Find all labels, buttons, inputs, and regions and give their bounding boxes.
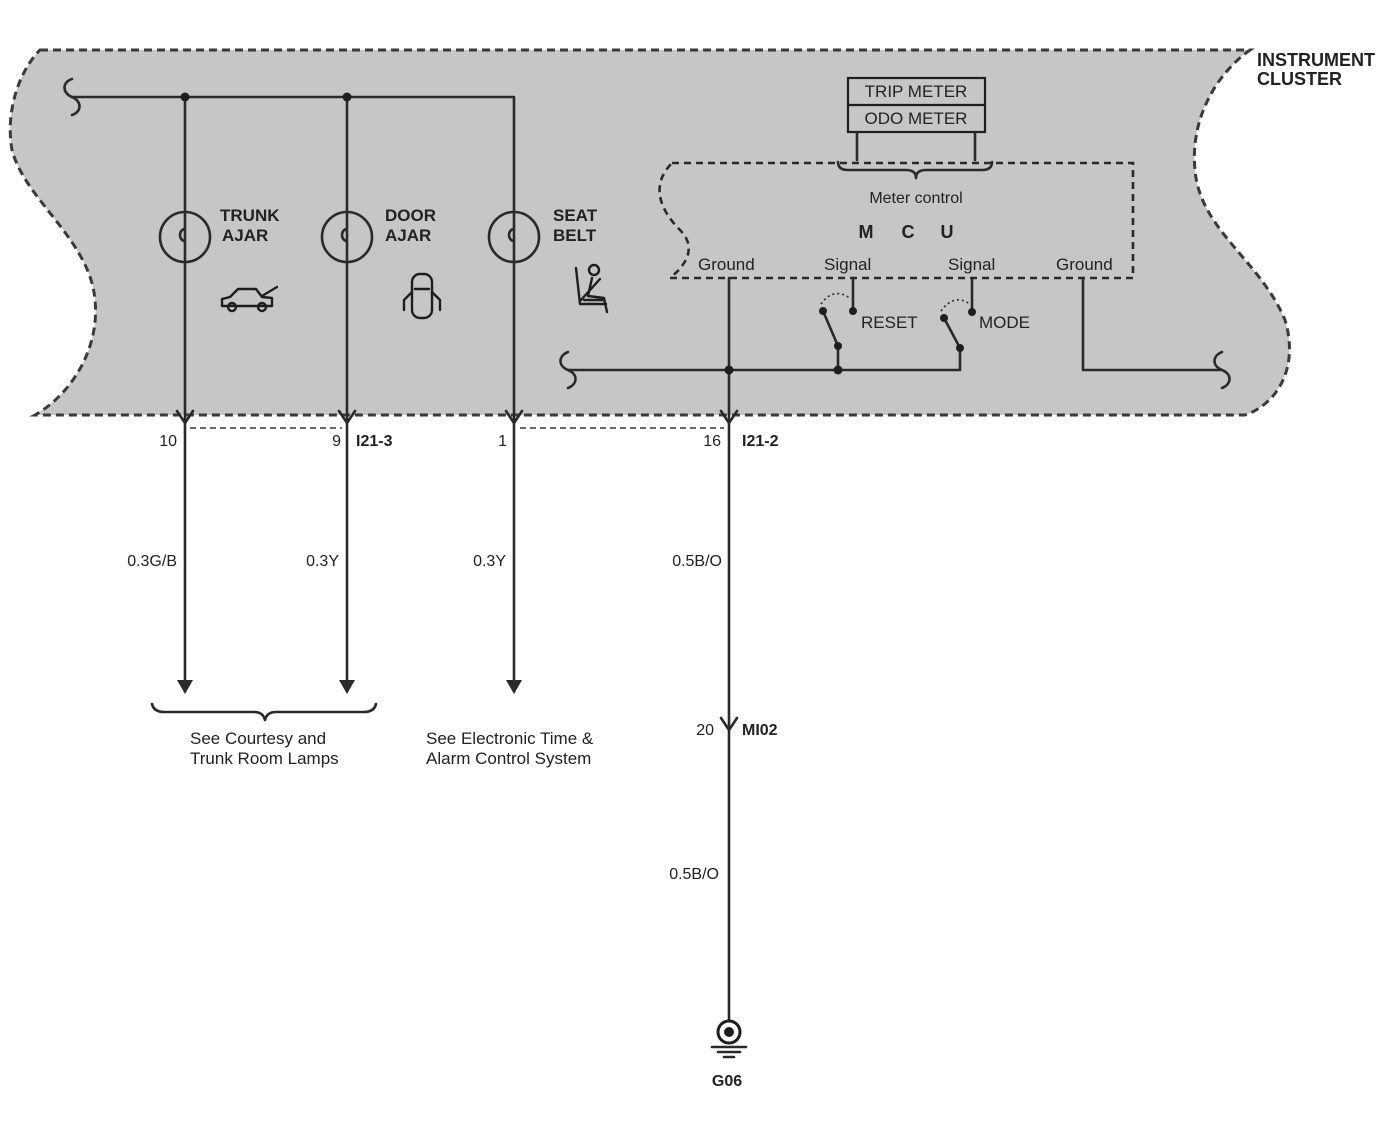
pin-number: 20	[696, 722, 714, 739]
pin-number: 16	[703, 433, 721, 450]
lamp-filament	[507, 227, 515, 243]
lamp-bulb-icon	[158, 210, 212, 264]
junction-dot	[724, 365, 734, 375]
seat-belt-icon	[574, 263, 609, 314]
mcu-letter: U	[941, 222, 954, 242]
lamp-filament	[178, 227, 186, 243]
connector-id: I21-3	[356, 433, 393, 450]
pin-number: 9	[332, 433, 341, 450]
seat-belt-label: SEAT	[553, 206, 598, 225]
mcu-pin-signal-reset: Signal	[824, 255, 871, 274]
reference-brace	[150, 702, 378, 722]
seat-belt-label: BELT	[553, 226, 597, 245]
reference-note-courtesy: See Courtesy and	[190, 729, 326, 748]
reference-note-alarm: See Electronic Time &	[426, 729, 594, 748]
arrow-down-icon	[506, 680, 522, 694]
wire-ground-right	[1081, 276, 1224, 372]
door-ajar-lamp	[320, 210, 374, 264]
connector-id: I21-2	[742, 433, 779, 450]
module-label: CLUSTER	[1257, 69, 1342, 89]
mode-switch-label: MODE	[979, 313, 1030, 332]
trunk-open-icon	[220, 285, 279, 313]
mcu-letter: C	[902, 222, 915, 242]
ground-symbol-icon	[710, 1019, 748, 1059]
trunk-ajar-label: AJAR	[222, 226, 268, 245]
door-ajar-label: AJAR	[385, 226, 431, 245]
meter-control-brace	[836, 160, 994, 180]
odo-meter-label: ODO METER	[865, 109, 968, 128]
door-open-icon	[402, 272, 442, 320]
mcu-letter: M	[859, 222, 874, 242]
trunk-ajar-lamp	[158, 210, 212, 264]
mcu-outline	[658, 161, 1135, 280]
arrow-down-icon	[177, 680, 193, 694]
reference-note-alarm: Alarm Control System	[426, 749, 591, 768]
reset-switch-label: RESET	[861, 313, 918, 332]
instrument-cluster-boundary	[8, 48, 1291, 417]
trunk-ajar-label: TRUNK	[220, 206, 280, 225]
pin-number: 10	[159, 433, 177, 450]
mcu-pin-ground-right: Ground	[1056, 255, 1113, 274]
mode-switch	[940, 276, 976, 352]
door-ajar-label: DOOR	[385, 206, 436, 225]
wire-spec-label: 0.5B/O	[669, 866, 719, 883]
trip-odo-meter-box: TRIP METER ODO METER	[846, 76, 987, 134]
lamp-bulb-icon	[320, 210, 374, 264]
lamp-bulb-icon	[487, 210, 541, 264]
wire-supply-bus	[70, 95, 516, 420]
connector-id: MI02	[742, 722, 778, 739]
mcu-pin-ground-left: Ground	[698, 255, 755, 274]
ground-id: G06	[712, 1073, 742, 1090]
connector-pin-20	[719, 716, 739, 732]
wire-spec-label: 0.3Y	[473, 553, 506, 570]
wire-switch-ground-bus	[566, 346, 962, 372]
wire-continuation-squiggle	[1213, 350, 1231, 390]
seat-belt-lamp	[487, 210, 541, 264]
module-label: INSTRUMENT	[1257, 50, 1375, 70]
reset-switch	[819, 276, 857, 375]
lamp-filament	[340, 227, 348, 243]
mcu-pin-signal-mode: Signal	[948, 255, 995, 274]
arrow-down-icon	[339, 680, 355, 694]
meter-control-label: Meter control	[869, 190, 962, 207]
pin-number: 1	[498, 433, 507, 450]
trip-meter-label: TRIP METER	[865, 82, 968, 101]
wire-spec-label: 0.5B/O	[672, 553, 722, 570]
connector-pin-16	[719, 409, 739, 425]
reference-note-courtesy: Trunk Room Lamps	[190, 749, 339, 768]
wire-spec-label: 0.3G/B	[127, 553, 177, 570]
wire-spec-label: 0.3Y	[306, 553, 339, 570]
junction-dot	[342, 92, 352, 102]
junction-dot	[180, 92, 190, 102]
